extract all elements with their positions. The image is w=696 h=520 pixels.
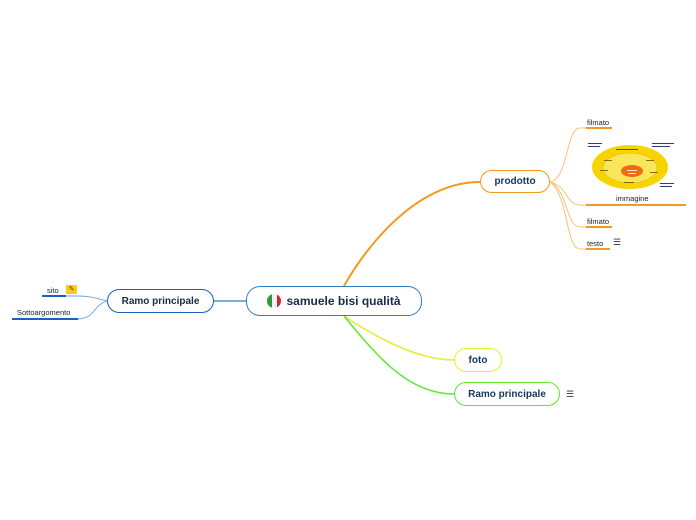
subtopic-sito[interactable]: sito — [47, 286, 59, 295]
topic-ramo-principale[interactable]: Ramo principale — [454, 382, 560, 406]
topic-foto-label: foto — [468, 354, 488, 366]
subtopic-sottoargomento[interactable]: Sottoargomento — [17, 308, 71, 317]
link-icon[interactable]: ✎ — [66, 285, 77, 294]
central-topic[interactable]: samuele bisi qualità — [246, 286, 422, 316]
central-topic-label: samuele bisi qualità — [286, 294, 401, 308]
note-icon[interactable]: ☰ — [613, 237, 622, 247]
italy-flag-icon — [267, 294, 282, 308]
subtopic-testo[interactable]: testo — [587, 239, 604, 248]
left-main-topic[interactable]: Ramo principale — [107, 289, 214, 313]
topic-foto[interactable]: foto — [454, 348, 502, 372]
subtopic-filmato-2[interactable]: filmato — [587, 217, 610, 226]
subtopic-immagine[interactable]: immagine — [616, 194, 649, 203]
topic-ramo-principale-label: Ramo principale — [468, 388, 546, 400]
topic-prodotto-label: prodotto — [494, 176, 536, 187]
embedded-image-thumbnail[interactable] — [586, 138, 680, 193]
topic-prodotto[interactable]: prodotto — [480, 170, 550, 193]
subtopic-filmato-1[interactable]: filmato — [587, 118, 610, 127]
note-icon[interactable]: ☰ — [566, 389, 575, 399]
left-main-topic-label: Ramo principale — [121, 295, 200, 307]
